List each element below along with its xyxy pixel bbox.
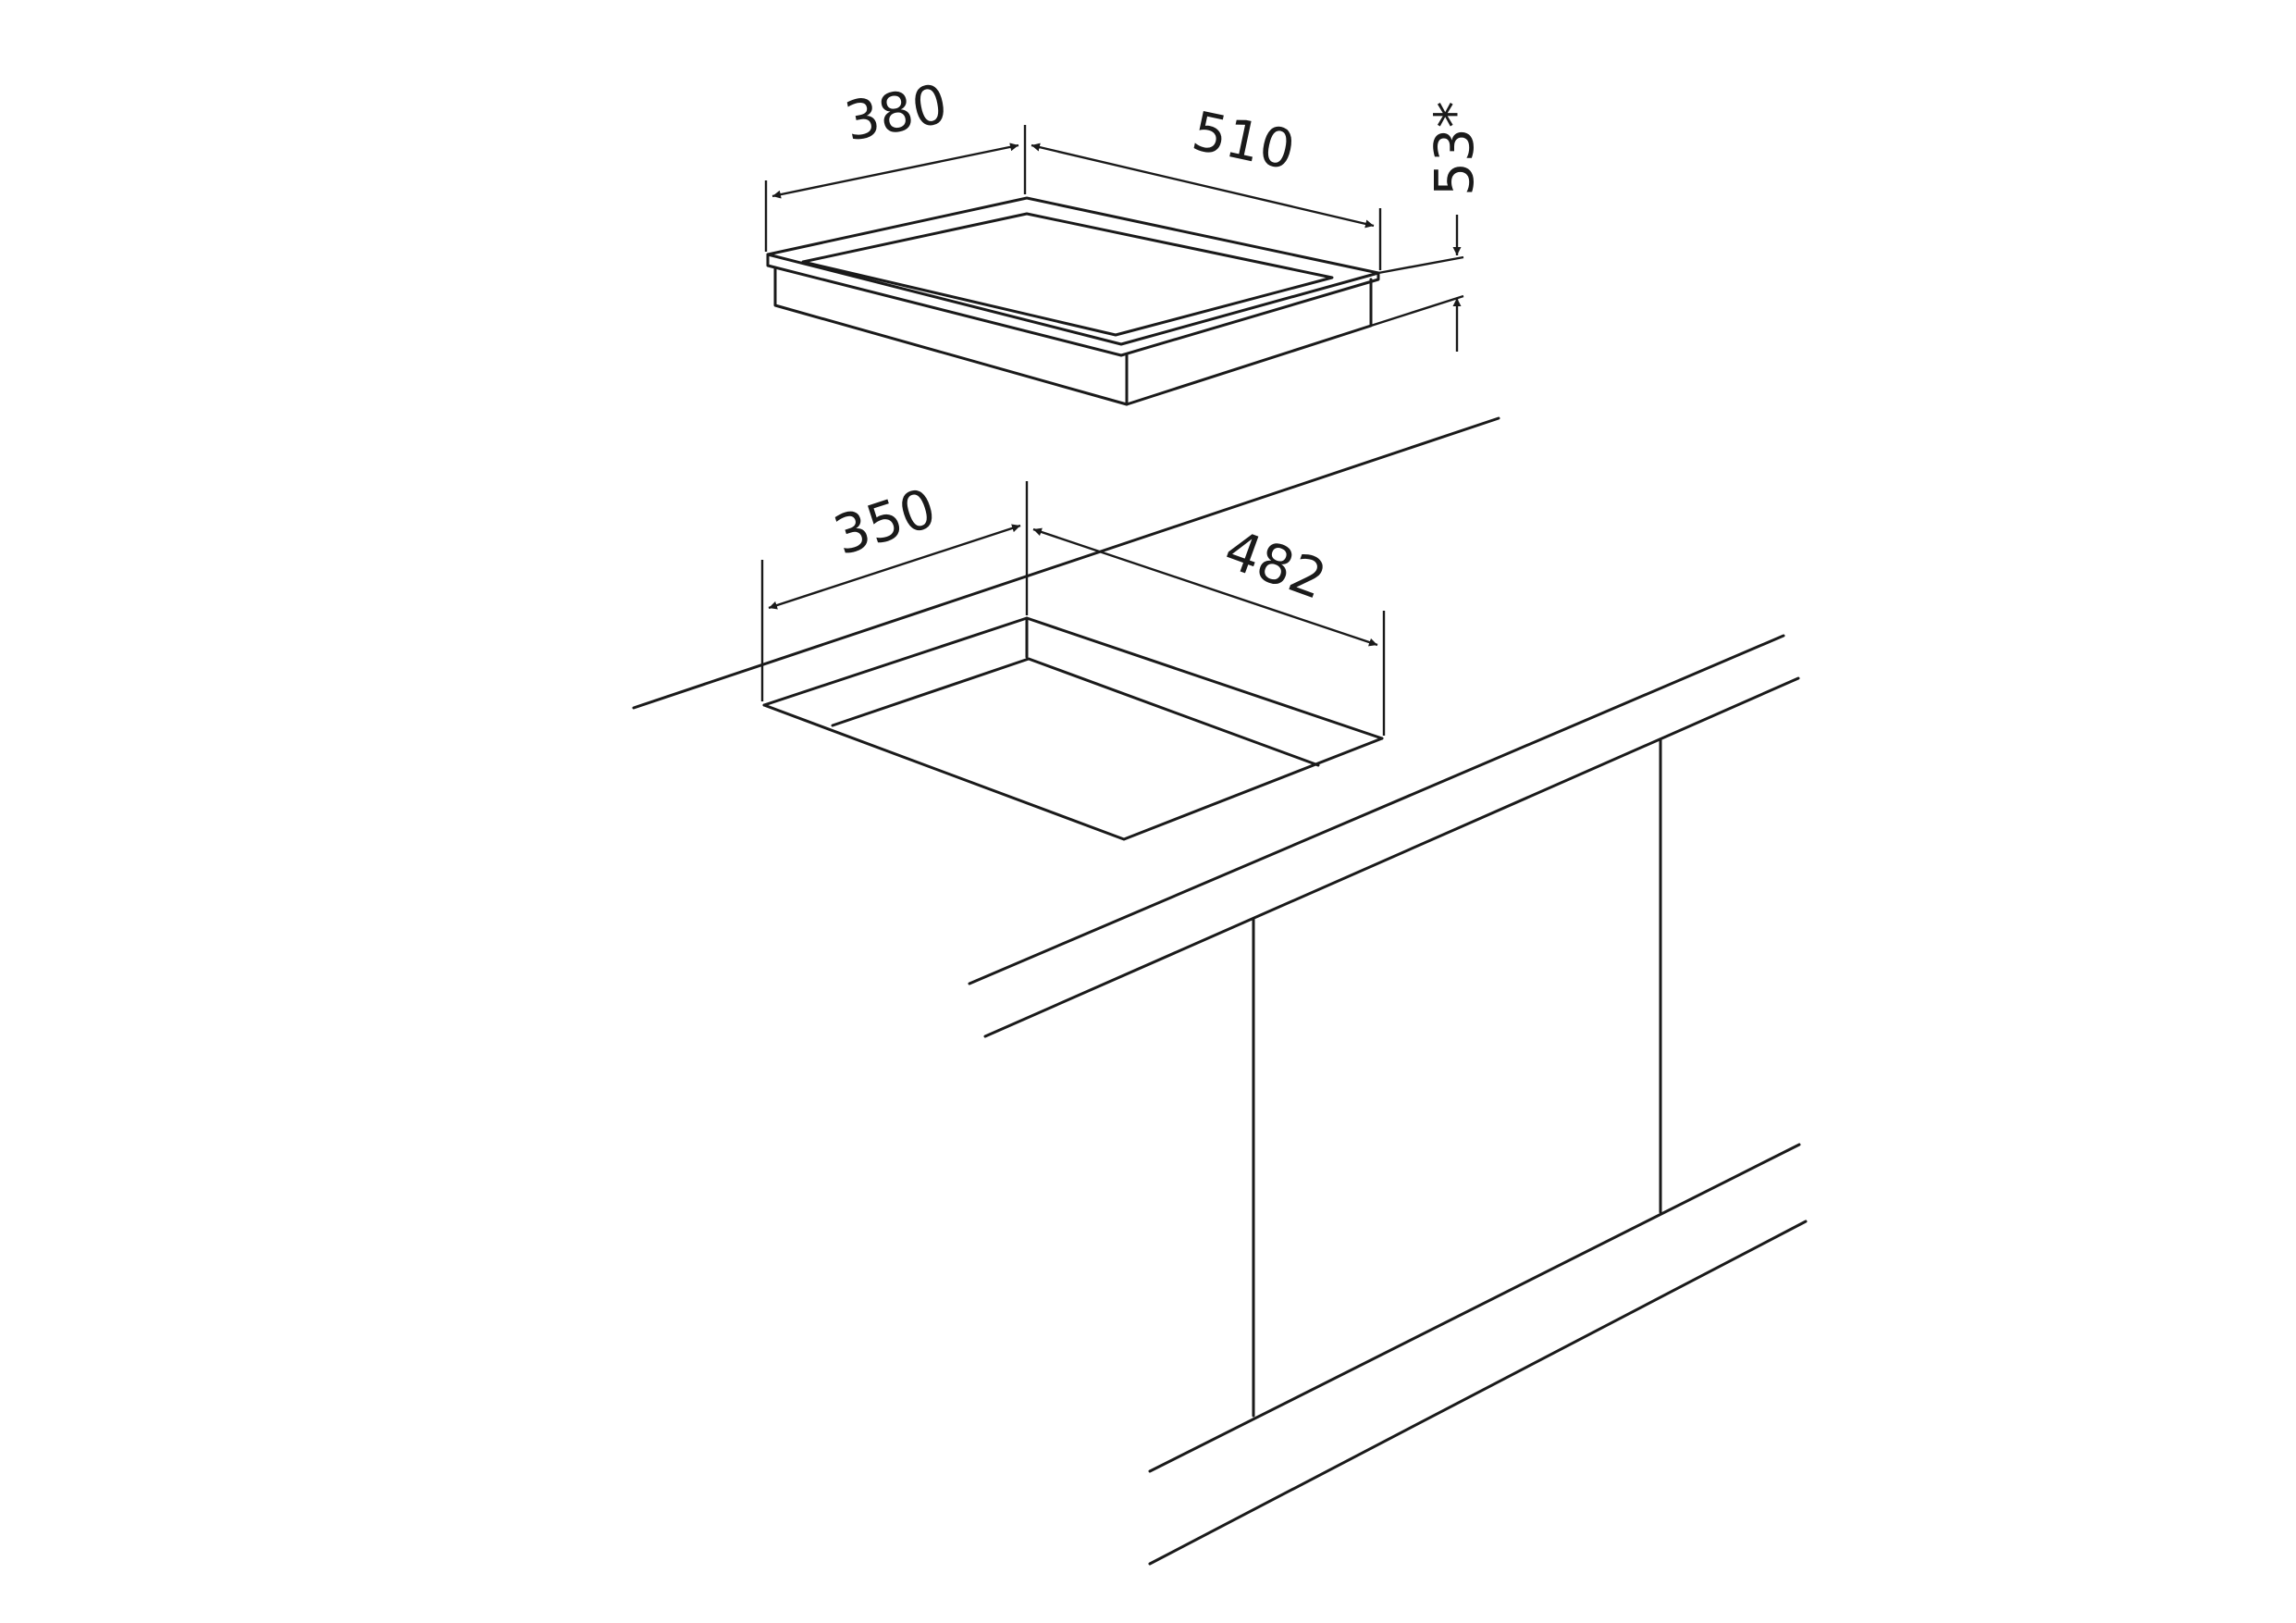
- label-380: 380: [840, 72, 953, 154]
- hob-glass-panel: [801, 212, 1334, 337]
- label-53: 53*: [1423, 101, 1486, 196]
- hob-rim-front-left: [766, 253, 1380, 357]
- ext-line-bottom: [1370, 294, 1464, 328]
- plinth-top-edge: [1148, 1143, 1801, 1473]
- worktop-top-edge: [968, 634, 1785, 985]
- plinth-bottom-edge: [1148, 1220, 1808, 1566]
- hob-top-surface: [766, 196, 1380, 346]
- dim-line-482: [1032, 527, 1378, 647]
- label-510: 510: [1187, 99, 1300, 182]
- dim-line-380: [772, 142, 1019, 199]
- ext-line-top: [1377, 255, 1464, 275]
- label-350: 350: [826, 476, 943, 567]
- dimension-hob-width: 510: [1031, 99, 1382, 270]
- worktop-front-edge: [983, 676, 1800, 1038]
- dimension-hob-depth: 380: [764, 72, 1027, 252]
- dim-line-510: [1031, 142, 1375, 229]
- cutout-front: [762, 703, 1384, 841]
- dimension-cutout-width: 482: [1032, 517, 1386, 736]
- cutout-floor: [831, 657, 1320, 767]
- cutout-outline: [632, 416, 1500, 841]
- cutout-rim: [762, 616, 1384, 740]
- worktop-back-edge: [632, 416, 1500, 710]
- cabinet-outline: [968, 634, 1808, 1566]
- dim-line-350: [768, 524, 1021, 610]
- hob-outline: [766, 196, 1380, 406]
- dimension-hob-height: 53*: [1370, 101, 1486, 352]
